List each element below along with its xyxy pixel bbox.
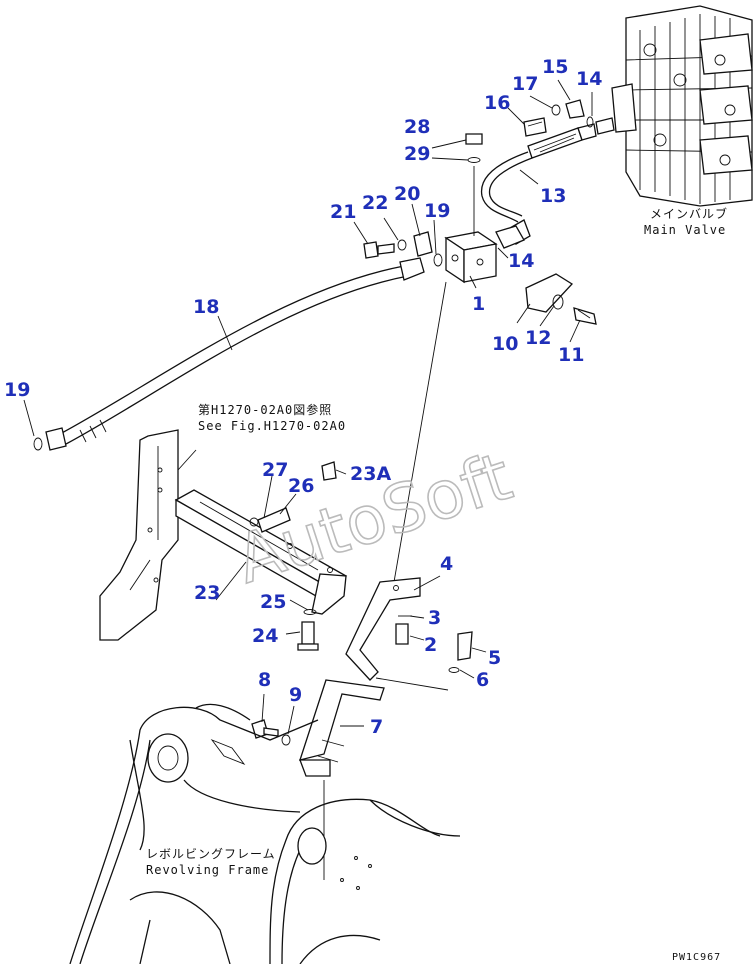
bracket-7 <box>299 679 385 880</box>
see-fig-label-en: See Fig.H1270-02A0 <box>198 419 346 433</box>
bolts-bracket <box>249 461 337 651</box>
callout-26: 26 <box>288 475 314 497</box>
callout-2: 2 <box>424 634 437 656</box>
callout-20: 20 <box>394 183 420 205</box>
callout-21: 21 <box>330 201 356 223</box>
callout-13: 13 <box>540 185 566 207</box>
callout-19-left: 19 <box>4 379 30 401</box>
revolving-frame-label-en: Revolving Frame <box>146 863 269 877</box>
frame-plate <box>99 429 197 641</box>
bolts-4 <box>375 615 473 691</box>
callout-17: 17 <box>512 73 538 95</box>
hose-13 <box>480 123 597 245</box>
callout-numbers: 1 2 3 4 5 6 7 8 9 10 11 12 13 14 14 15 1… <box>4 56 602 738</box>
bracket-4 <box>345 577 421 681</box>
callout-23a: 23A <box>350 463 391 485</box>
callout-10: 10 <box>492 333 518 355</box>
callout-6: 6 <box>476 669 489 691</box>
fittings-top <box>523 99 594 137</box>
callout-25: 25 <box>260 591 286 613</box>
pilot-line <box>393 281 447 583</box>
callout-8: 8 <box>258 669 271 691</box>
block-1 <box>444 225 525 284</box>
callout-4: 4 <box>440 553 453 575</box>
callout-18: 18 <box>193 296 219 318</box>
callout-29: 29 <box>404 143 430 165</box>
main-valve-label-en: Main Valve <box>644 223 726 237</box>
see-fig-label-jp: 第H1270-02A0図参照 <box>198 402 332 417</box>
revolving-frame-label-jp: レボルビングフレーム <box>146 847 276 861</box>
callout-1: 1 <box>472 293 485 315</box>
callout-19-right: 19 <box>424 200 450 222</box>
callout-3: 3 <box>428 607 441 629</box>
callout-24: 24 <box>252 625 278 647</box>
callout-27: 27 <box>262 459 288 481</box>
bolt-21-group <box>363 231 443 267</box>
callout-14-mid: 14 <box>508 250 534 272</box>
bracket-23 <box>174 489 348 615</box>
callout-23: 23 <box>194 582 220 604</box>
callout-11: 11 <box>558 344 584 366</box>
bolt-28 <box>465 133 483 236</box>
main-valve-label-jp: メインバルブ <box>650 206 728 221</box>
callout-14-top: 14 <box>576 68 602 90</box>
revolving-frame <box>69 703 461 964</box>
hose-18 <box>33 257 425 451</box>
callout-12: 12 <box>525 327 551 349</box>
callout-16: 16 <box>484 92 510 114</box>
callout-28: 28 <box>404 116 430 138</box>
callout-22: 22 <box>362 192 388 214</box>
callout-15: 15 <box>542 56 568 78</box>
leader-lines <box>23 79 593 735</box>
main-valve-illustration <box>595 5 753 207</box>
bolt-8 <box>251 719 291 746</box>
callout-9: 9 <box>289 684 302 706</box>
drawing-code: PW1C967 <box>672 952 721 963</box>
callout-5: 5 <box>488 647 501 669</box>
plate-10-bolt-11 <box>525 273 597 325</box>
callout-7: 7 <box>370 716 383 738</box>
